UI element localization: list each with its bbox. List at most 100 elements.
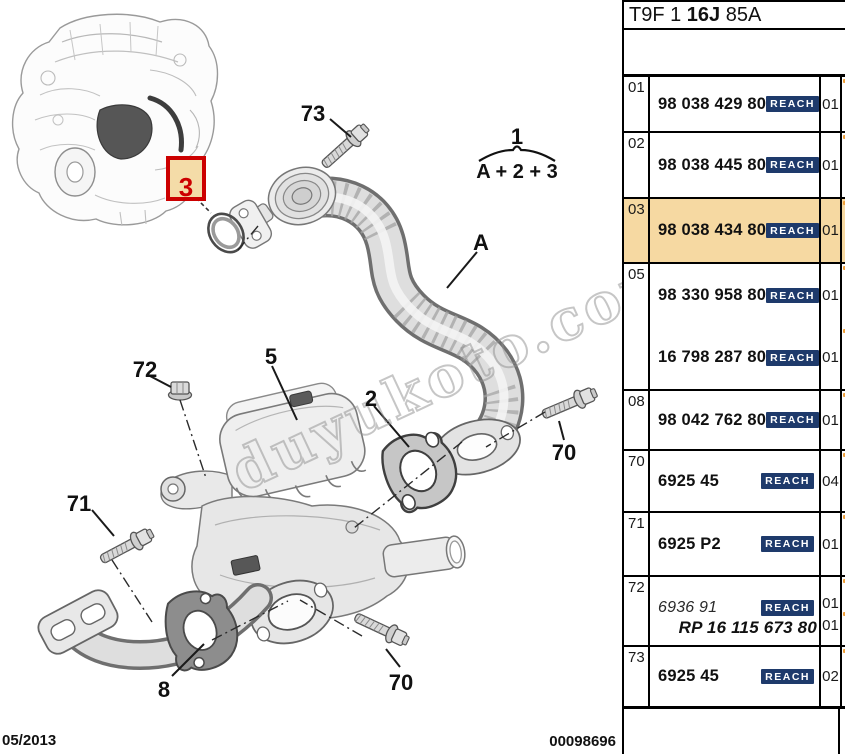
edge-cell <box>840 264 845 389</box>
callout-formula: A + 2 + 3 <box>476 161 558 183</box>
part-ref: 05 <box>624 264 650 389</box>
qty-cell: 01 <box>819 513 840 575</box>
part-number: 98 042 762 80 <box>658 410 767 429</box>
callout-72[interactable]: 72 <box>133 357 157 382</box>
edge-cell <box>840 133 845 197</box>
valve-flange-plate <box>229 199 273 249</box>
qty-cell: 01 <box>819 199 840 262</box>
part-line: 6925 P2 REACH <box>650 535 819 554</box>
reach-badge[interactable]: REACH <box>766 96 819 112</box>
part-ref: 72 <box>624 577 650 645</box>
brace-glyph <box>478 145 556 162</box>
orange-tick <box>843 453 845 457</box>
callout-8[interactable]: 8 <box>158 677 170 702</box>
callout-73[interactable]: 73 <box>301 101 325 126</box>
callout-70-right[interactable]: 70 <box>552 440 576 465</box>
gasket-8 <box>164 590 239 672</box>
part-number: 6925 P2 <box>658 534 721 553</box>
table-edge-border <box>838 709 840 754</box>
reach-badge[interactable]: REACH <box>766 412 819 428</box>
qty-cell: 01 <box>819 77 840 131</box>
callout-1: 1 <box>511 124 523 149</box>
part-ref: 02 <box>624 133 650 197</box>
part-number: 98 038 434 80 <box>658 221 767 239</box>
orange-tick <box>843 79 845 83</box>
part-ref: 01 <box>624 77 650 131</box>
egr-tube-assembly <box>229 166 525 476</box>
part-number: 6925 45 <box>658 471 720 490</box>
callout-3[interactable]: 3 <box>179 172 193 202</box>
callout-3-hotspot[interactable]: 3 <box>166 156 206 202</box>
reach-badge[interactable]: REACH <box>766 157 819 173</box>
bolt-70-right <box>538 382 601 425</box>
qty-value: 01 <box>822 595 839 612</box>
reach-badge[interactable]: REACH <box>761 536 814 552</box>
qty-cell: 01 <box>819 391 840 449</box>
reach-badge[interactable]: REACH <box>766 350 819 366</box>
edge-cell <box>840 513 845 575</box>
edge-cell <box>840 647 845 706</box>
qty-value: 01 <box>822 617 839 634</box>
page-code-suffix: 85A <box>720 4 762 26</box>
qty-value: 01 <box>822 349 839 367</box>
part-number: 98 038 429 80 <box>658 94 767 113</box>
parts-diagram-panel: duyukoto.com 73 1 A + 2 + 3 A 72 5 2 70 … <box>2 13 622 750</box>
part-line: RP 16 115 673 80 <box>650 618 819 638</box>
orange-tick <box>843 579 845 583</box>
qty-value: 01 <box>822 286 839 304</box>
orange-tick <box>843 135 845 139</box>
reach-badge[interactable]: REACH <box>761 668 814 685</box>
orange-tick <box>843 329 845 333</box>
qty-cell: 02 <box>819 647 840 706</box>
page-code: T9F 1 16J 85A <box>622 0 845 30</box>
part-ref: 73 <box>624 647 650 706</box>
reach-badge[interactable]: REACH <box>766 222 819 239</box>
callout-70-bottom[interactable]: 70 <box>389 670 413 695</box>
bolt-71 <box>96 523 158 569</box>
orange-tick <box>843 612 845 617</box>
bolt-70-bottom <box>350 607 413 651</box>
callout-2[interactable]: 2 <box>365 386 377 411</box>
edge-cell <box>840 451 845 511</box>
reach-badge[interactable]: REACH <box>761 473 814 489</box>
assembly-axis-lines <box>111 225 546 641</box>
page-code-bold: 16J <box>686 4 721 26</box>
qty-cell: 04 <box>819 451 840 511</box>
part-number: 98 330 958 80 <box>658 285 767 304</box>
callout-71[interactable]: 71 <box>67 491 91 516</box>
qty-value: 01 <box>822 156 839 174</box>
reach-badge[interactable]: REACH <box>766 287 819 303</box>
reach-badge[interactable]: REACH <box>761 600 814 616</box>
callout-5[interactable]: 5 <box>265 344 277 369</box>
orange-tick <box>843 649 845 653</box>
part-ref: 08 <box>624 391 650 449</box>
catalog-date: 05/2013 <box>2 732 57 749</box>
part-number: 98 038 445 80 <box>658 155 767 174</box>
nut-72 <box>167 381 193 401</box>
part-cell: 6925 45 REACH <box>650 451 819 511</box>
